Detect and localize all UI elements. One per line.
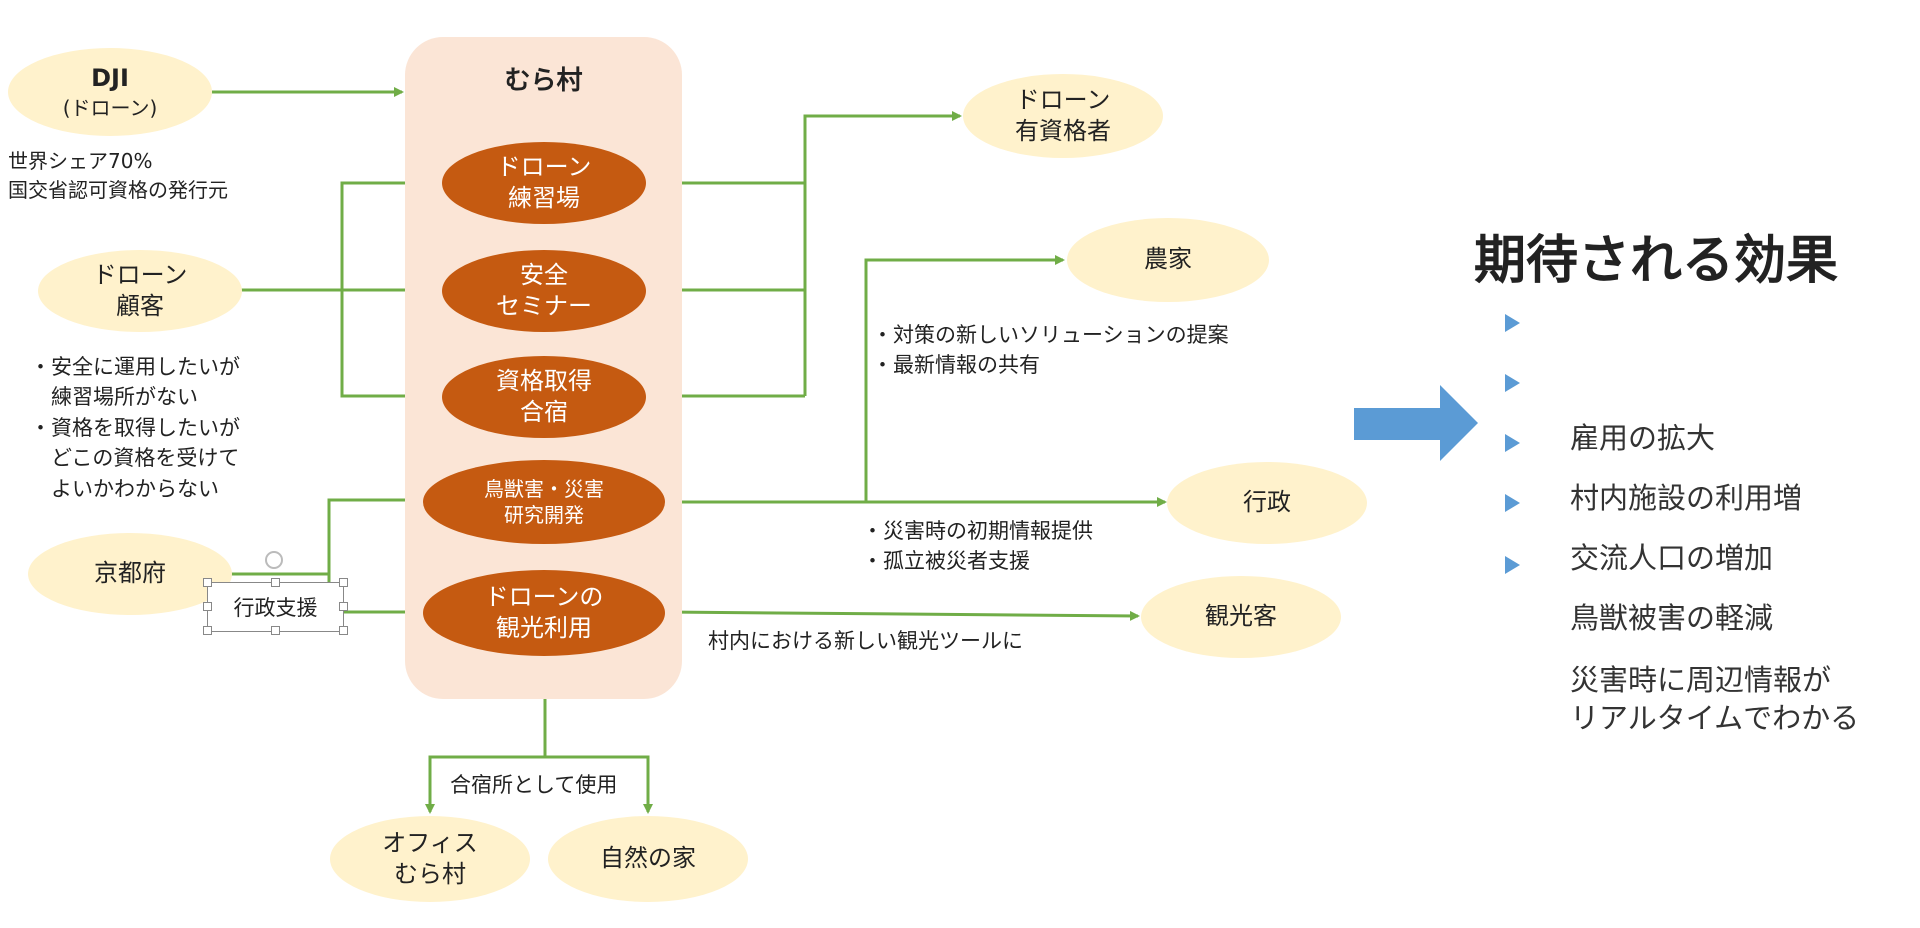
node-wildlife-research[interactable]: 鳥獣害・災害 研究開発 bbox=[423, 460, 665, 544]
note-dji: 世界シェア70% 国交省認可資格の発行元 bbox=[8, 149, 228, 202]
effect-label: 雇用の拡大 bbox=[1570, 420, 1716, 455]
node-drone-licensed[interactable]: ドローン 有資格者 bbox=[963, 74, 1163, 158]
effect-arrow bbox=[1354, 385, 1478, 461]
triangle-bullet-icon bbox=[1505, 556, 1520, 574]
resize-handle[interactable] bbox=[271, 578, 280, 587]
node-kyoto[interactable]: 京都府 bbox=[28, 533, 232, 615]
triangle-bullet-icon bbox=[1505, 374, 1520, 392]
node-nature-house[interactable]: 自然の家 bbox=[548, 816, 748, 902]
effect-item: 災害時に周辺情報が リアルタイムでわかる bbox=[1505, 546, 1859, 776]
node-office[interactable]: オフィス むら村 bbox=[330, 816, 530, 902]
triangle-bullet-icon bbox=[1505, 494, 1520, 512]
node-drone-tourism[interactable]: ドローンの 観光利用 bbox=[423, 570, 665, 656]
resize-handle[interactable] bbox=[339, 578, 348, 587]
arrow-kyoto-research bbox=[230, 495, 425, 576]
note-tourist: 村内における新しい観光ツールに bbox=[708, 629, 1023, 653]
node-farmer[interactable]: 農家 bbox=[1067, 218, 1269, 302]
node-dji[interactable]: DJI(ドローン) bbox=[8, 48, 212, 136]
arrow-services-licensed bbox=[646, 111, 962, 185]
effect-label: 災害時に周辺情報が リアルタイムでわかる bbox=[1570, 662, 1860, 736]
arrow-to-office bbox=[425, 755, 545, 814]
node-government[interactable]: 行政 bbox=[1167, 462, 1367, 544]
node-safety-seminar[interactable]: 安全 セミナー bbox=[442, 250, 646, 332]
effects-title: 期待される効果 bbox=[1474, 231, 1839, 291]
resize-handle[interactable] bbox=[339, 626, 348, 635]
note-camp: 合宿所として使用 bbox=[450, 773, 618, 797]
node-tourist[interactable]: 観光客 bbox=[1141, 576, 1341, 658]
admin-support-textbox[interactable]: 行政支援 bbox=[207, 582, 344, 632]
effect-label: 鳥獣被害の軽減 bbox=[1570, 600, 1774, 635]
arrow-to-nature-house bbox=[545, 755, 653, 814]
note-government: ・災害時の初期情報提供 ・孤立被災者支援 bbox=[862, 519, 1093, 574]
resize-handle[interactable] bbox=[271, 626, 280, 635]
arrow-research-farmer bbox=[864, 255, 1065, 502]
note-customer: ・安全に運用したいが 練習場所がない ・資格を取得したいが どこの資格を受けて … bbox=[30, 355, 240, 501]
node-license-camp[interactable]: 資格取得 合宿 bbox=[442, 356, 646, 438]
effect-item: 雇用の拡大 bbox=[1505, 304, 1715, 495]
triangle-bullet-icon bbox=[1505, 314, 1520, 332]
effect-item: 交流人口の増加 bbox=[1505, 424, 1773, 615]
effect-item: 鳥獣被害の軽減 bbox=[1505, 484, 1773, 675]
effect-label: 村内施設の利用増 bbox=[1570, 480, 1803, 515]
note-farmer: ・対策の新しいソリューションの提案 ・最新情報の共有 bbox=[872, 323, 1229, 378]
rotate-handle-icon bbox=[265, 551, 283, 569]
arrow-tourism-tourist bbox=[664, 610, 1140, 621]
dji-subtitle: (ドローン) bbox=[62, 95, 158, 120]
triangle-bullet-icon bbox=[1505, 434, 1520, 452]
resize-handle[interactable] bbox=[203, 626, 212, 635]
village-title: むら村 bbox=[504, 66, 583, 96]
resize-handle[interactable] bbox=[339, 602, 348, 611]
resize-handle[interactable] bbox=[203, 578, 212, 587]
resize-handle[interactable] bbox=[203, 602, 212, 611]
effect-item: 村内施設の利用増 bbox=[1505, 364, 1802, 555]
node-drone-practice[interactable]: ドローン 練習場 bbox=[442, 142, 646, 224]
effect-label: 交流人口の増加 bbox=[1570, 540, 1774, 575]
dji-name: DJI bbox=[91, 64, 129, 93]
node-drone-customer[interactable]: ドローン 顧客 bbox=[38, 250, 242, 332]
